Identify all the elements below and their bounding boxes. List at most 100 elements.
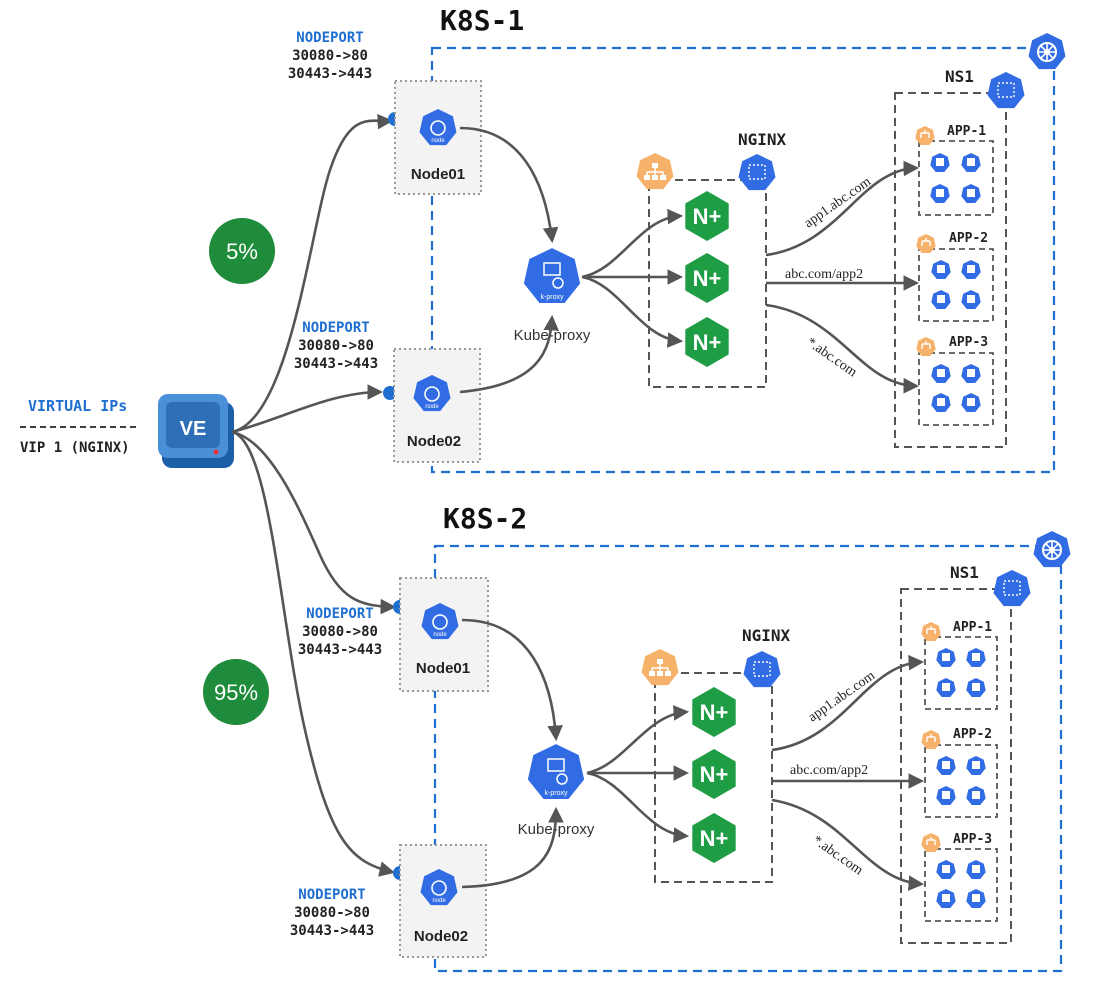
- k8s1-node01-nodeport-label: NODEPORT 30080->80 30443->443: [288, 30, 372, 82]
- edge-ve-to-k8s1-node01: [231, 113, 394, 434]
- svg-text:30080->80: 30080->80: [292, 48, 368, 64]
- k8s1-namespace: NS1: [894, 67, 1025, 448]
- k8s1-node02: node Node02: [393, 348, 481, 463]
- k8s2-node02-nodeport-label: NODEPORT 30080->80 30443->443: [290, 887, 374, 939]
- svg-text:30080->80: 30080->80: [302, 624, 378, 640]
- svg-text:Node02: Node02: [414, 928, 468, 945]
- nginx-plus-icon: N+: [692, 813, 736, 863]
- service-icon: [921, 622, 941, 641]
- svg-text:5%: 5%: [226, 239, 258, 264]
- kubernetes-wheel-icon: [1028, 33, 1066, 70]
- svg-text:N+: N+: [700, 826, 729, 851]
- svg-text:30080->80: 30080->80: [298, 338, 374, 354]
- svg-text:VE: VE: [180, 418, 207, 440]
- svg-text:APP-2: APP-2: [949, 231, 988, 246]
- pod-icon: [936, 889, 956, 908]
- edge-ve-to-k8s2-node02: [231, 430, 396, 877]
- node-icon: node: [419, 109, 457, 146]
- pod-icon: [961, 364, 981, 383]
- route-label-app2: abc.com/app2: [785, 267, 863, 282]
- svg-text:30080->80: 30080->80: [294, 905, 370, 921]
- namespace-icon: [738, 154, 776, 191]
- svg-text:Node02: Node02: [407, 433, 461, 450]
- svg-text:node: node: [433, 632, 447, 638]
- service-icon: [636, 153, 674, 190]
- pod-icon: [961, 260, 981, 279]
- edge-k8s2-node01-to-proxy: [461, 618, 563, 742]
- svg-text:Kube-proxy: Kube-proxy: [514, 327, 591, 344]
- pod-icon: [936, 860, 956, 879]
- k8s1-node01: node Node01: [394, 80, 482, 195]
- pod-icon: [961, 184, 981, 203]
- pod-icon: [931, 364, 951, 383]
- svg-text:k-proxy: k-proxy: [541, 294, 564, 301]
- pod-icon: [936, 786, 956, 805]
- pod-icon: [931, 260, 951, 279]
- kube-proxy-icon: k-proxy: [521, 245, 583, 305]
- node-icon: node: [413, 375, 451, 412]
- k8s1-app-1: APP-1: [915, 124, 994, 216]
- k8s2-kube-proxy: k-proxy Kube-proxy: [518, 741, 595, 838]
- svg-text:NODEPORT: NODEPORT: [306, 606, 373, 622]
- virtual-ips-title: VIRTUAL IPs: [28, 397, 127, 415]
- ve-device-icon: VE: [158, 394, 234, 468]
- k8s1-proxy-to-nginx-edges: [581, 208, 684, 348]
- k8s1-app-3: APP-3: [916, 335, 994, 426]
- pod-icon: [966, 756, 986, 775]
- svg-text:N+: N+: [693, 204, 722, 229]
- pod-icon: [930, 184, 950, 203]
- k8s2-proxy-to-nginx-edges: [586, 705, 690, 843]
- k8s2-nginx-group: NGINX N+ N+ N+: [641, 626, 791, 883]
- svg-text:APP-1: APP-1: [947, 124, 986, 139]
- svg-text:NODEPORT: NODEPORT: [296, 30, 363, 46]
- svg-text:NODEPORT: NODEPORT: [298, 887, 365, 903]
- k8s2-weight-badge: 95%: [203, 659, 269, 725]
- k8s2-namespace: NS1: [900, 563, 1031, 944]
- pod-icon: [936, 678, 956, 697]
- edge-k8s1-node02-to-proxy: [459, 314, 560, 394]
- svg-text:30443->443: 30443->443: [298, 642, 382, 658]
- pod-icon: [930, 153, 950, 172]
- service-icon: [921, 730, 941, 749]
- route-label-app1: app1.abc.com: [802, 174, 874, 231]
- pod-icon: [961, 290, 981, 309]
- k8s2-route-edges: app1.abc.com abc.com/app2 *.abc.com: [771, 654, 925, 891]
- k8s1-title: K8S-1: [440, 4, 524, 37]
- svg-text:Node01: Node01: [416, 660, 470, 677]
- k8s2-app-1: APP-1: [921, 620, 998, 710]
- nginx-plus-icon: N+: [685, 253, 729, 303]
- pod-icon: [961, 153, 981, 172]
- svg-text:NS1: NS1: [945, 67, 974, 86]
- svg-text:node: node: [432, 898, 446, 904]
- route-label-app2: abc.com/app2: [790, 763, 868, 778]
- nginx-plus-icon: N+: [685, 317, 729, 367]
- pod-icon: [966, 786, 986, 805]
- pod-icon: [966, 648, 986, 667]
- svg-text:NGINX: NGINX: [738, 130, 787, 149]
- nginx-plus-icon: N+: [685, 191, 729, 241]
- namespace-icon: [987, 72, 1025, 109]
- edge-ve-to-k8s1-node02: [231, 384, 384, 434]
- svg-text:95%: 95%: [214, 680, 258, 705]
- service-icon: [915, 126, 935, 145]
- pod-icon: [961, 393, 981, 412]
- nginx-plus-icon: N+: [692, 749, 736, 799]
- svg-text:node: node: [431, 138, 445, 144]
- edge-ve-to-k8s2-node01: [231, 430, 397, 615]
- pod-icon: [966, 678, 986, 697]
- k8s2-node01-nodeport-label: NODEPORT 30080->80 30443->443: [298, 606, 382, 658]
- svg-text:NS1: NS1: [950, 563, 979, 582]
- pod-icon: [966, 860, 986, 879]
- service-icon: [916, 337, 936, 356]
- svg-text:NGINX: NGINX: [742, 626, 791, 645]
- svg-text:N+: N+: [693, 330, 722, 355]
- pod-icon: [936, 648, 956, 667]
- svg-text:APP-2: APP-2: [953, 727, 992, 742]
- k8s1-cluster-boundary: [430, 46, 1056, 474]
- k8s2-cluster-boundary: [433, 544, 1063, 973]
- k8s2-app-2: APP-2: [921, 727, 998, 818]
- pod-icon: [931, 290, 951, 309]
- svg-text:30443->443: 30443->443: [290, 923, 374, 939]
- route-label-wildcard: *.abc.com: [810, 833, 866, 878]
